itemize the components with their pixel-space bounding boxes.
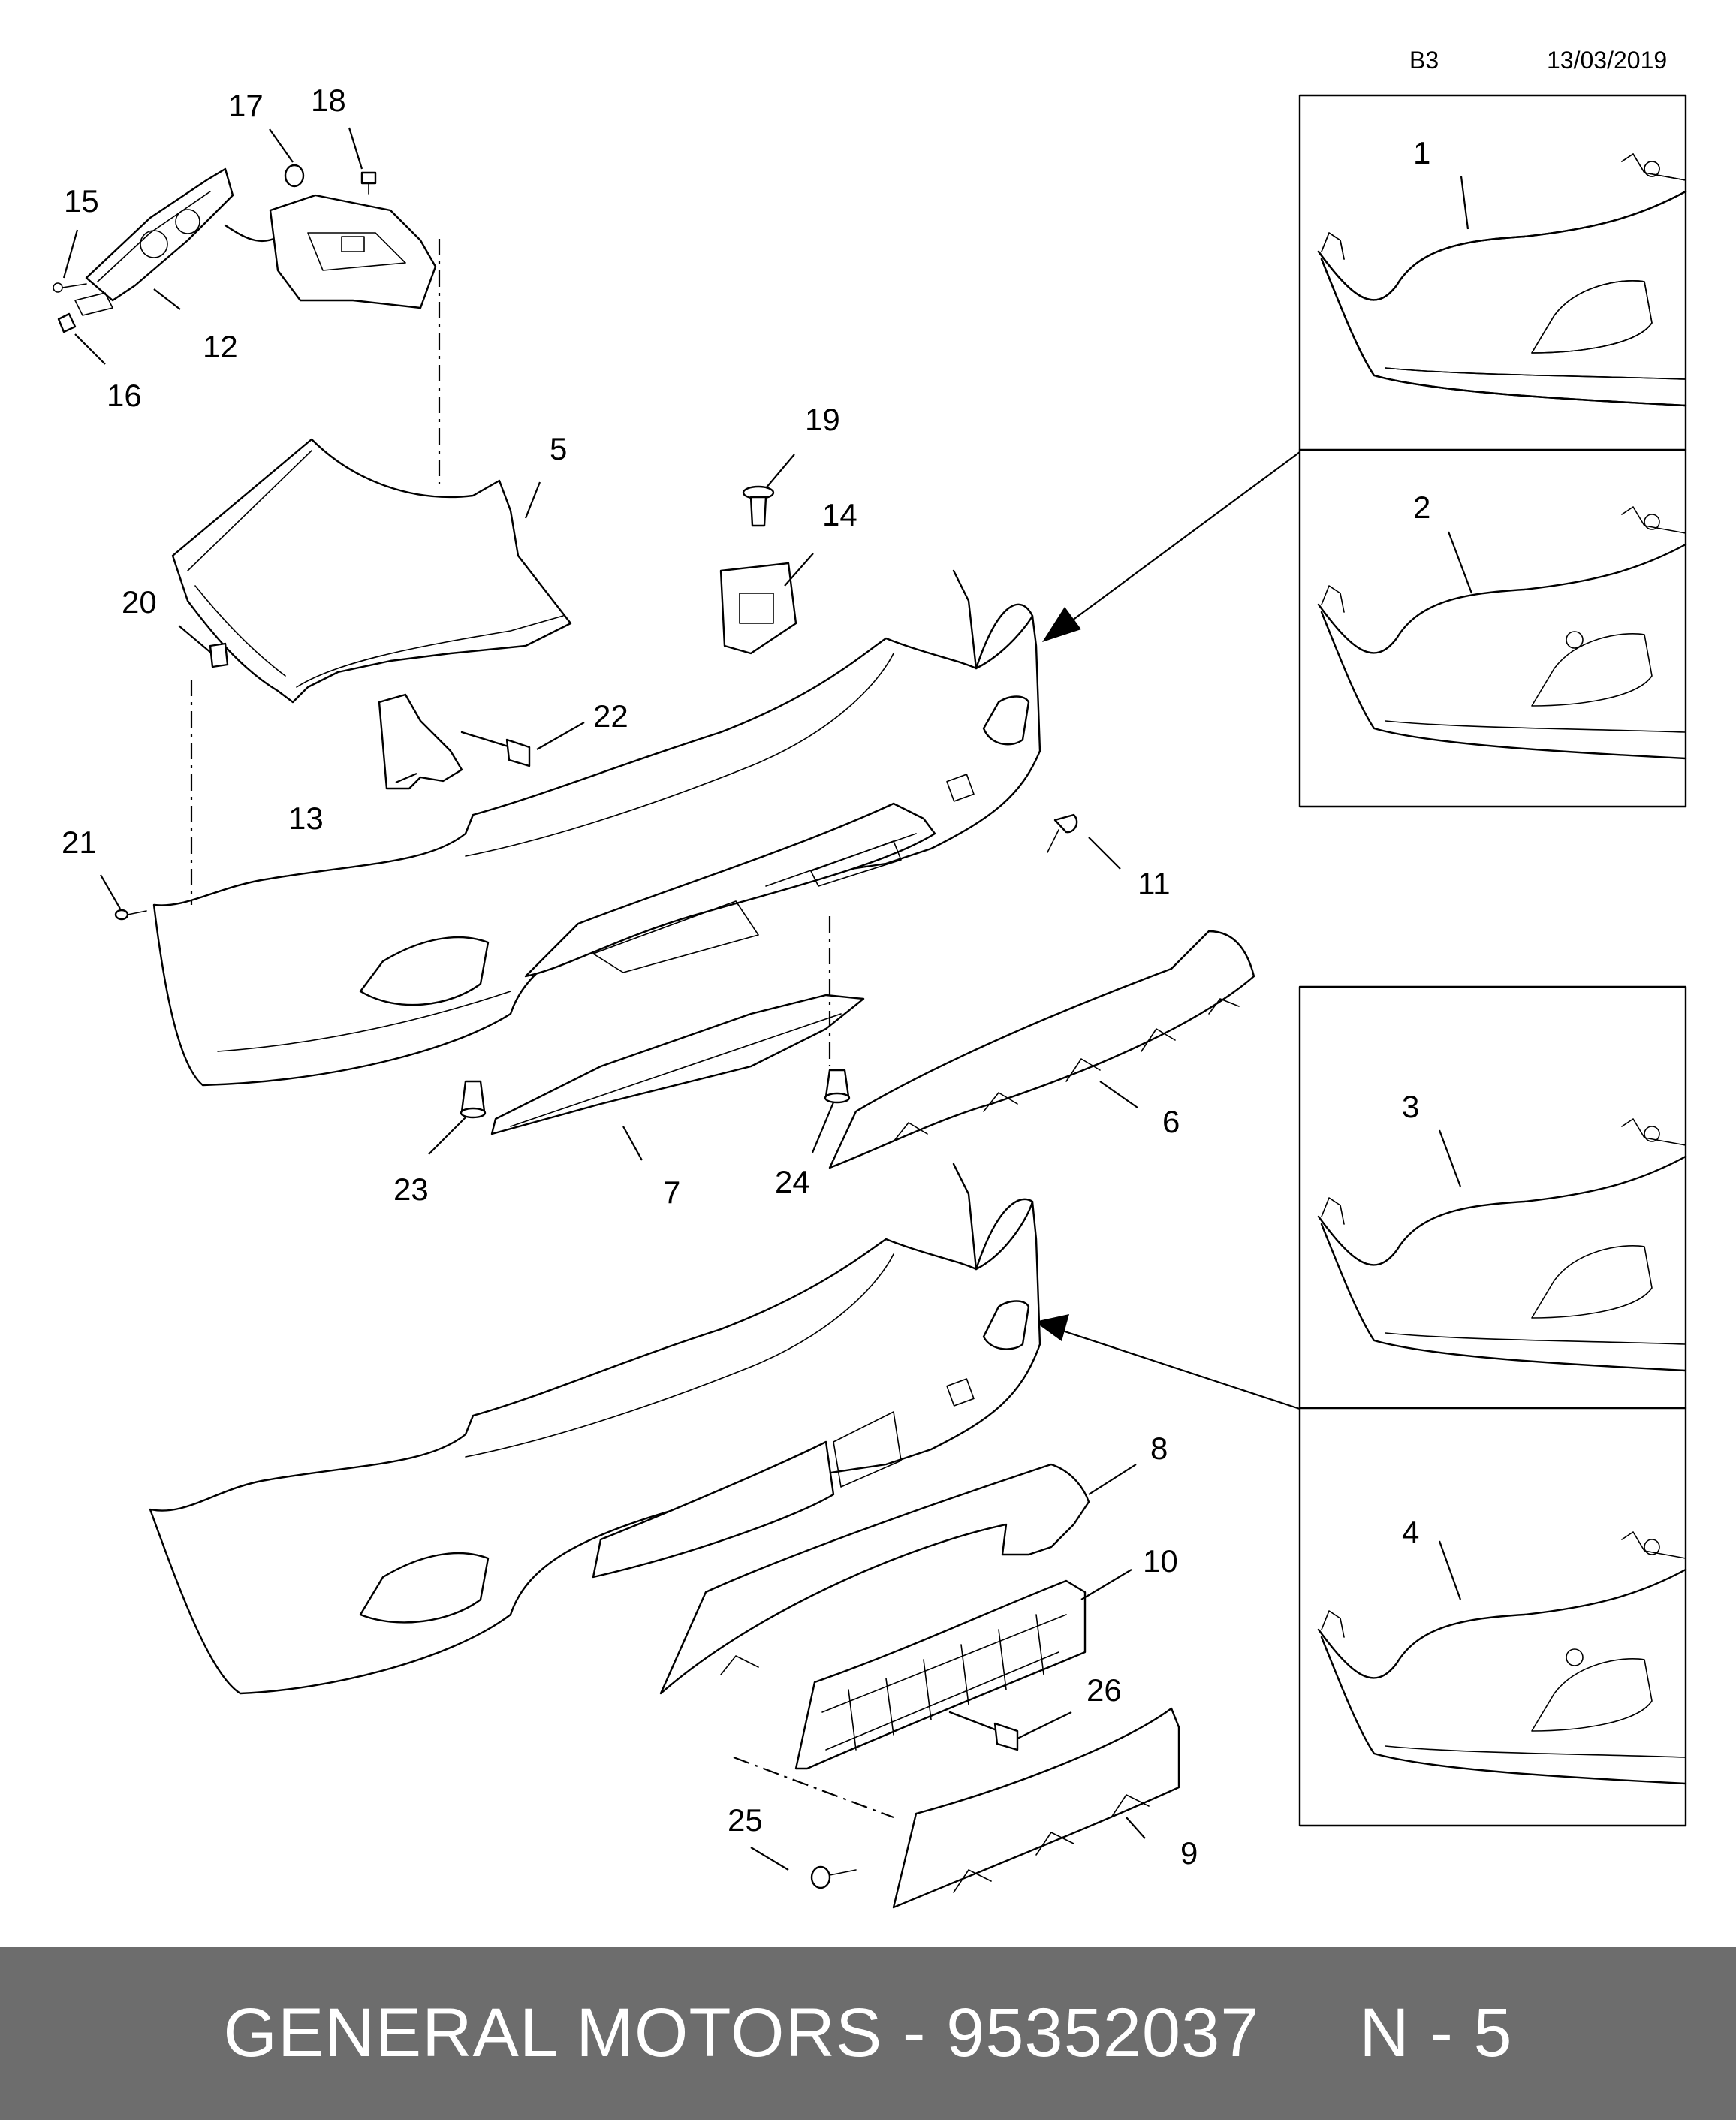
variant-3-sketch [1317,1117,1687,1372]
plug-11 [1047,813,1078,853]
callout-18: 18 [311,83,346,118]
rear-bumper-fascia-lower [149,1163,1041,1695]
clip-19 [742,485,775,527]
clip-16 [57,312,77,333]
section-code: B3 [1409,47,1439,74]
lower-cover-8 [659,1463,1090,1695]
callout-16: 16 [107,378,142,413]
variant-1-sketch [1317,152,1687,407]
rear-bumper-fascia-upper [152,569,1041,1087]
bolt-22 [460,731,531,767]
bracket-14 [719,562,797,655]
footer-page: N - 5 [1359,1995,1513,2071]
callout-6: 6 [1162,1104,1180,1139]
callout-23: 23 [393,1172,429,1207]
screw-21 [114,909,147,921]
footer-bar: GENERAL MOTORS - 95352037 N - 5 [0,1947,1736,2120]
footer-manufacturer: GENERAL MOTORS [223,1995,883,2071]
callout-20: 20 [122,584,157,620]
footer-gap [1259,1994,1359,2073]
clip-25 [810,1865,857,1889]
washer-17 [284,164,305,188]
skid-plate-9 [892,1707,1180,1909]
variant-panel-top [1298,94,1687,808]
clip-20 [209,642,229,668]
assembly-lines [190,239,894,1819]
sensor-hole [1566,1648,1584,1666]
callout-4: 4 [1402,1515,1419,1550]
clip-24 [824,1069,851,1104]
bumper-side-section-5 [171,438,572,704]
variant-4-sketch [1317,1530,1687,1785]
callout-11: 11 [1138,866,1171,901]
footer-separator: - [882,1995,947,2071]
lower-trim-6 [828,930,1255,1169]
callout-21: 21 [62,825,97,860]
bolt-26 [948,1711,1019,1751]
callout-25: 25 [728,1802,763,1838]
callout-3: 3 [1402,1089,1419,1124]
callout-2: 2 [1413,490,1430,525]
callout-8: 8 [1150,1431,1168,1466]
callout-24: 24 [775,1164,810,1199]
screw-15 [53,282,87,293]
callout-10: 10 [1143,1543,1178,1579]
diagram-svg: B3 13/03/2019 [53,47,1687,1909]
support-bracket-13 [378,693,463,790]
callout-7: 7 [663,1175,680,1210]
callout-12: 12 [203,329,238,364]
wiring-bracket [74,167,437,316]
sensor-hole [1566,631,1584,649]
callout-labels: 1 2 3 4 5 6 7 8 9 10 11 12 13 14 15 16 1… [62,83,1430,1871]
variant-2-sketch [1317,505,1687,760]
callout-5: 5 [550,431,567,466]
variant-panel-bottom [1298,985,1687,1827]
callout-17: 17 [228,88,264,123]
callout-14: 14 [822,497,857,532]
screw-18 [360,171,377,195]
callout-9: 9 [1180,1835,1198,1871]
callout-26: 26 [1087,1672,1122,1708]
callout-13: 13 [288,801,324,836]
callout-19: 19 [805,402,840,437]
leader-lines [62,127,1473,1871]
reinforcement-bar-7 [490,994,865,1135]
callout-22: 22 [593,698,628,734]
footer-part-number: 95352037 [946,1995,1260,2071]
callout-1: 1 [1413,135,1430,170]
carrier-10 [794,1579,1087,1770]
clip-23 [460,1080,487,1119]
diagram-date: 13/03/2019 [1547,47,1667,74]
reference-arrows [1035,451,1300,1410]
callout-15: 15 [64,183,99,219]
parts-diagram: B3 13/03/2019 [53,47,1687,1909]
variant-bumper-sketch [1317,153,1687,407]
